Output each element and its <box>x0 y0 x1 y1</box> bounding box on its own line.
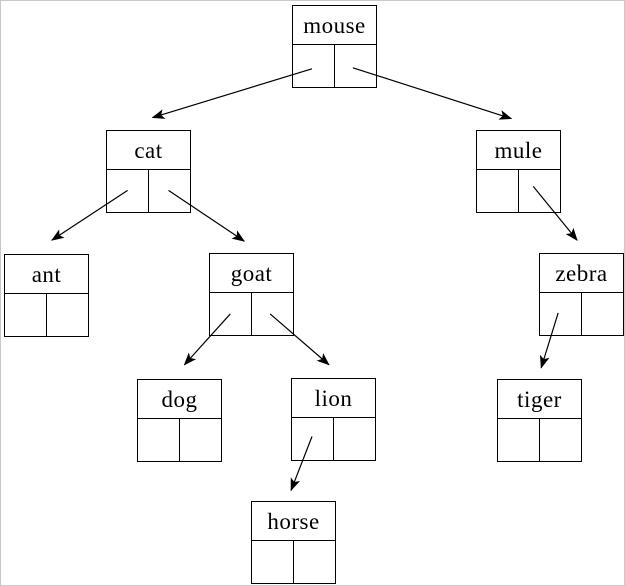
tree-node-ant: ant <box>4 254 89 337</box>
tree-node-left-pointer-cell <box>5 294 47 336</box>
tree-node-pointer-cells <box>5 294 88 336</box>
tree-node-pointer-cells <box>252 541 335 583</box>
tree-node-horse: horse <box>251 501 336 584</box>
tree-node-label-zebra: zebra <box>540 254 623 293</box>
tree-node-pointer-cells <box>138 419 221 461</box>
tree-node-pointer-cells <box>107 170 190 212</box>
tree-node-right-pointer-cell <box>519 170 561 212</box>
tree-node-label-mule: mule <box>477 131 560 170</box>
tree-node-pointer-cells <box>498 419 581 461</box>
tree-node-right-pointer-cell <box>294 541 336 583</box>
tree-node-left-pointer-cell <box>293 45 335 87</box>
tree-node-left-pointer-cell <box>498 419 540 461</box>
tree-node-zebra: zebra <box>539 253 624 336</box>
tree-node-pointer-cells <box>210 293 293 335</box>
tree-node-pointer-cells <box>292 418 375 460</box>
tree-node-pointer-cells <box>293 45 376 87</box>
tree-node-right-pointer-cell <box>334 418 376 460</box>
tree-node-left-pointer-cell <box>107 170 149 212</box>
tree-node-pointer-cells <box>540 293 623 335</box>
tree-node-right-pointer-cell <box>252 293 294 335</box>
tree-node-goat: goat <box>209 253 294 336</box>
tree-node-right-pointer-cell <box>47 294 89 336</box>
tree-node-pointer-cells <box>477 170 560 212</box>
tree-node-label-mouse: mouse <box>293 6 376 45</box>
tree-node-label-dog: dog <box>138 380 221 419</box>
tree-node-label-horse: horse <box>252 502 335 541</box>
tree-node-label-lion: lion <box>292 379 375 418</box>
tree-node-right-pointer-cell <box>582 293 624 335</box>
tree-node-right-pointer-cell <box>335 45 377 87</box>
tree-node-right-pointer-cell <box>540 419 582 461</box>
tree-node-label-tiger: tiger <box>498 380 581 419</box>
edge-mouse-left-to-cat <box>151 68 313 119</box>
tree-node-left-pointer-cell <box>210 293 252 335</box>
tree-node-label-ant: ant <box>5 255 88 294</box>
tree-node-left-pointer-cell <box>292 418 334 460</box>
tree-node-dog: dog <box>137 379 222 462</box>
tree-node-right-pointer-cell <box>180 419 222 461</box>
tree-node-right-pointer-cell <box>149 170 191 212</box>
tree-node-tiger: tiger <box>497 379 582 462</box>
tree-node-cat: cat <box>106 130 191 213</box>
tree-node-left-pointer-cell <box>138 419 180 461</box>
tree-node-label-goat: goat <box>210 254 293 293</box>
tree-node-mule: mule <box>476 130 561 213</box>
tree-node-left-pointer-cell <box>540 293 582 335</box>
tree-node-left-pointer-cell <box>477 170 519 212</box>
tree-node-left-pointer-cell <box>252 541 294 583</box>
tree-node-lion: lion <box>291 378 376 461</box>
tree-node-label-cat: cat <box>107 131 190 170</box>
tree-node-mouse: mouse <box>292 5 377 88</box>
